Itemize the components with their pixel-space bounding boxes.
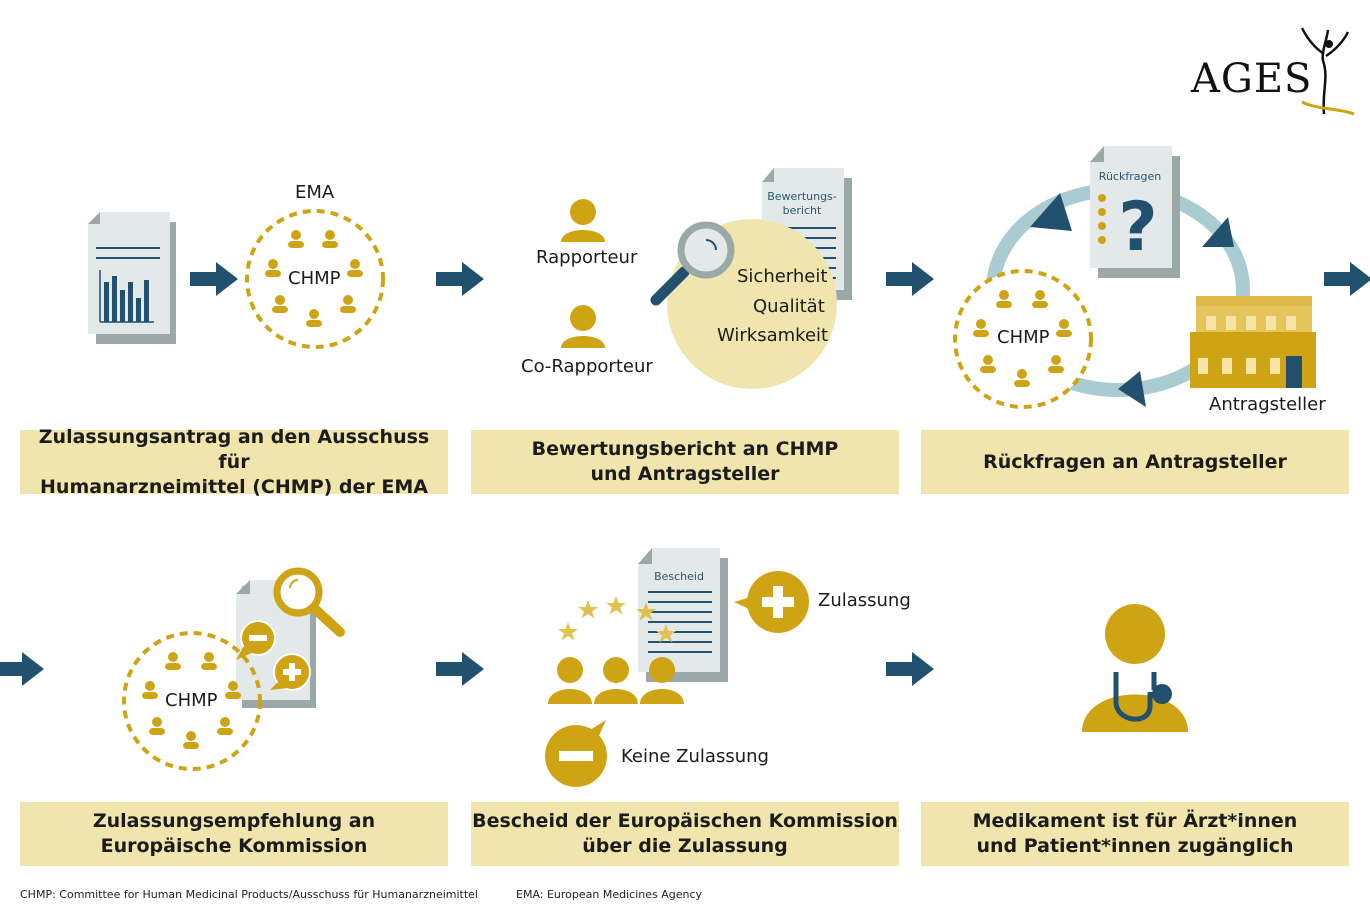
- plus-bubble-icon: [734, 571, 809, 633]
- person-icon: [561, 199, 605, 242]
- magnifier-icon: [650, 221, 735, 306]
- committee-circle-icon: [953, 269, 1093, 409]
- step-4-caption: Zulassungsempfehlung an Europäische Komm…: [20, 802, 448, 866]
- step-3-caption: Rückfragen an Antragsteller: [921, 430, 1349, 494]
- step-5-caption: Bescheid der Europäischen Kommission übe…: [471, 802, 899, 866]
- minus-bubble-icon: [545, 720, 607, 787]
- doctor-icon: [1082, 604, 1188, 732]
- footnote-ema: EMA: European Medicines Agency: [516, 888, 703, 901]
- criteria-efficacy: Wirksamkeit: [717, 325, 829, 346]
- committee-circle-icon: [245, 209, 385, 349]
- arrow-right-icon: [436, 652, 484, 686]
- decision-document-icon: [638, 548, 728, 682]
- criteria-safety: Sicherheit: [737, 266, 828, 287]
- svg-text:?: ?: [1118, 188, 1157, 267]
- question-document-title: Rückfragen: [1098, 170, 1162, 183]
- arrow-right-icon: [190, 262, 238, 296]
- group-of-people-icon: [548, 657, 684, 704]
- arrow-right-icon: [0, 652, 44, 686]
- footnote-chmp: CHMP: Committee for Human Medicinal Prod…: [20, 888, 478, 901]
- arrow-right-icon: [886, 262, 934, 296]
- arrow-right-icon: [1324, 262, 1370, 296]
- chmp-label: CHMP: [165, 690, 218, 711]
- plus-bubble-icon: [270, 653, 311, 691]
- criteria-quality: Qualität: [753, 296, 825, 317]
- decision-document-title: Bescheid: [654, 570, 704, 583]
- step-6-caption: Medikament ist für Ärzt*innen und Patien…: [921, 802, 1349, 866]
- report-document-title: Bewertungs- bericht: [767, 190, 837, 217]
- eu-stars-icon: [558, 596, 676, 643]
- arrow-right-icon: [886, 652, 934, 686]
- no-approval-label: Keine Zulassung: [621, 746, 769, 767]
- step-2-caption: Bewertungsbericht an CHMP und Antragstel…: [471, 430, 899, 494]
- committee-circle-icon: [122, 631, 262, 771]
- minus-bubble-icon: [236, 620, 276, 660]
- ema-label: EMA: [295, 182, 335, 203]
- ages-logo-text: AGES: [1191, 56, 1313, 102]
- step-1-caption: Zulassungsantrag an den Ausschuss für Hu…: [20, 426, 448, 498]
- person-icon: [561, 305, 605, 348]
- document-chart-icon: [88, 212, 176, 344]
- building-icon: [1190, 296, 1316, 388]
- arrow-right-icon: [436, 262, 484, 296]
- approval-label: Zulassung: [818, 590, 911, 611]
- co-rapporteur-label: Co-Rapporteur: [521, 356, 653, 377]
- rapporteur-label: Rapporteur: [536, 247, 638, 268]
- chmp-label: CHMP: [288, 268, 341, 289]
- ages-logo-icon: [1300, 27, 1355, 116]
- chmp-label: CHMP: [997, 327, 1050, 348]
- applicant-label: Antragsteller: [1209, 394, 1326, 415]
- question-document-icon: ?: [1090, 146, 1180, 278]
